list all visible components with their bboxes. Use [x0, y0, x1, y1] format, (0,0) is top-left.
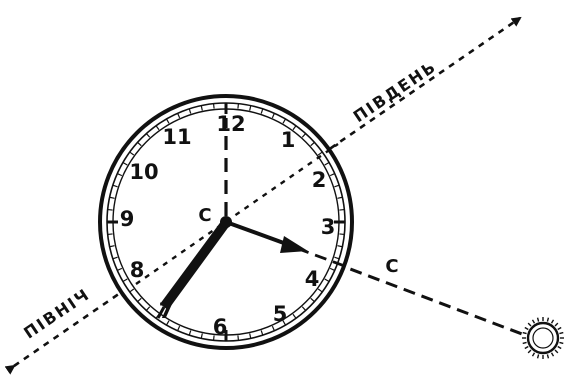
- sun-icon: [522, 317, 564, 359]
- sun-ray: [523, 342, 527, 343]
- tick-mark: [214, 104, 215, 109]
- sun-ray: [558, 328, 561, 330]
- numeral-1: 1: [281, 128, 296, 152]
- center-label: С: [198, 205, 211, 226]
- sun-ray: [555, 323, 558, 326]
- numeral-2: 2: [312, 168, 327, 192]
- sun-ray: [528, 323, 531, 326]
- numeral-4: 4: [305, 267, 320, 291]
- sun-ray: [525, 347, 528, 349]
- sun-ray: [547, 318, 548, 322]
- sun-ray: [528, 350, 531, 353]
- sun-ray: [525, 328, 528, 330]
- tick-mark: [339, 234, 344, 235]
- sun-ray: [559, 333, 563, 334]
- tick-mark: [238, 335, 239, 340]
- sun-ray: [538, 354, 539, 358]
- south-label: ПІВДЕНЬ: [350, 57, 440, 127]
- numeral-6: 6: [213, 315, 228, 339]
- numeral-10: 10: [129, 160, 158, 184]
- sun-ray: [547, 354, 548, 358]
- hand-pivot: [220, 216, 232, 228]
- sun-ray: [533, 353, 535, 356]
- numeral-8: 8: [130, 258, 145, 282]
- sun-ray: [552, 320, 554, 323]
- numeral-9: 9: [120, 207, 135, 231]
- tick-mark: [108, 234, 113, 235]
- numeral-11: 11: [162, 125, 191, 149]
- sun-ray: [559, 342, 563, 343]
- sun-ray: [523, 333, 527, 334]
- tick-mark: [238, 104, 239, 109]
- numeral-5: 5: [273, 302, 288, 326]
- north-label: ПІВНІЧ: [20, 284, 93, 342]
- sun-ray: [558, 347, 561, 349]
- numeral-12: 12: [216, 112, 245, 136]
- sun-line-label: С: [385, 256, 398, 277]
- sun-ray: [533, 320, 535, 323]
- tick-mark: [339, 210, 344, 211]
- sun-ray: [555, 350, 558, 353]
- numeral-3: 3: [321, 215, 336, 239]
- sun-ray: [538, 318, 539, 322]
- sun-ray: [552, 353, 554, 356]
- tick-mark: [108, 210, 113, 211]
